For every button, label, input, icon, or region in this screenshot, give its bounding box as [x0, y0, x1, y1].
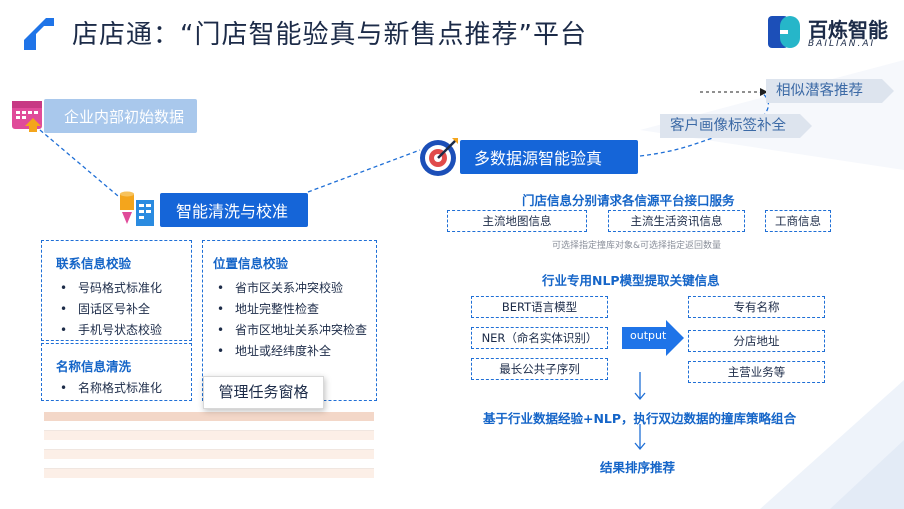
list-item: 号码格式标准化: [56, 278, 191, 299]
nlp-input-lcs: 最长公共子序列: [471, 358, 608, 380]
nlp-caption: 行业专用NLP模型提取关键信息: [542, 273, 720, 288]
nlp-input-ner: NER（命名实体识别）: [471, 327, 608, 349]
task-table-thumbnail: [44, 412, 374, 478]
output-arrow-icon: [622, 320, 684, 356]
node-profile-tag: 客户画像标签补全: [660, 114, 812, 138]
nlp-output-business: 主营业务等: [688, 361, 825, 383]
location-check-title: 位置信息校验: [213, 256, 289, 271]
node-cleaning: 智能清洗与校准: [160, 193, 308, 227]
contact-check-panel: 联系信息校验 号码格式标准化 固话区号补全 手机号状态校验: [41, 240, 192, 341]
task-pane-tooltip: 管理任务窗格: [203, 376, 324, 409]
strategy-text: 基于行业数据经验+NLP，执行双边数据的撞库策略组合: [483, 411, 797, 426]
nlp-output-branch: 分店地址: [688, 330, 825, 352]
brand-logo-icon: [768, 16, 800, 48]
list-item: 省市区地址关系冲突检查: [213, 320, 376, 341]
nlp-input-bert: BERT语言模型: [471, 296, 608, 318]
down-arrow-icon: [634, 372, 646, 401]
logo-mark-icon: [24, 18, 54, 50]
brand-subtitle: BAILIAN.AI: [808, 39, 876, 49]
page-title: 店店通：“门店智能验真与新售点推荐”平台: [72, 20, 587, 50]
list-item: 地址完整性检查: [213, 299, 376, 320]
database-clean-icon: [120, 191, 154, 226]
down-arrow-icon: [634, 424, 646, 451]
brand-name: 百炼智能: [808, 18, 888, 42]
source-business: 工商信息: [765, 210, 831, 232]
name-clean-title: 名称信息清洗: [56, 359, 132, 374]
target-icon: [420, 138, 458, 176]
node-verify: 多数据源智能验真: [460, 140, 638, 174]
list-item: 手机号状态校验: [56, 320, 191, 341]
output-arrow-label: output: [630, 329, 667, 342]
node-verify-label: 多数据源智能验真: [474, 149, 603, 168]
contact-check-title: 联系信息校验: [56, 256, 132, 271]
source-map: 主流地图信息: [447, 210, 587, 232]
node-initial-data-label: 企业内部初始数据: [64, 107, 185, 126]
sources-note: 可选择指定撞库对象&可选择指定返回数量: [552, 241, 722, 251]
nlp-output-name: 专有名称: [688, 296, 825, 318]
node-initial-data: 企业内部初始数据: [44, 99, 197, 133]
sources-caption: 门店信息分别请求各信源平台接口服务: [522, 193, 735, 208]
calendar-upload-icon: [12, 101, 42, 132]
result-text: 结果排序推荐: [600, 460, 676, 475]
list-item: 名称格式标准化: [56, 378, 191, 399]
name-clean-panel: 名称信息清洗 名称格式标准化: [41, 343, 192, 401]
list-item: 固话区号补全: [56, 299, 191, 320]
list-item: 地址或经纬度补全: [213, 341, 376, 362]
list-item: 省市区关系冲突校验: [213, 278, 376, 299]
source-life: 主流生活资讯信息: [608, 210, 745, 232]
node-cleaning-label: 智能清洗与校准: [176, 202, 289, 221]
node-similar: 相似潜客推荐: [766, 79, 894, 103]
location-check-panel: 位置信息校验 省市区关系冲突校验 地址完整性检查 省市区地址关系冲突检查 地址或…: [202, 240, 377, 401]
